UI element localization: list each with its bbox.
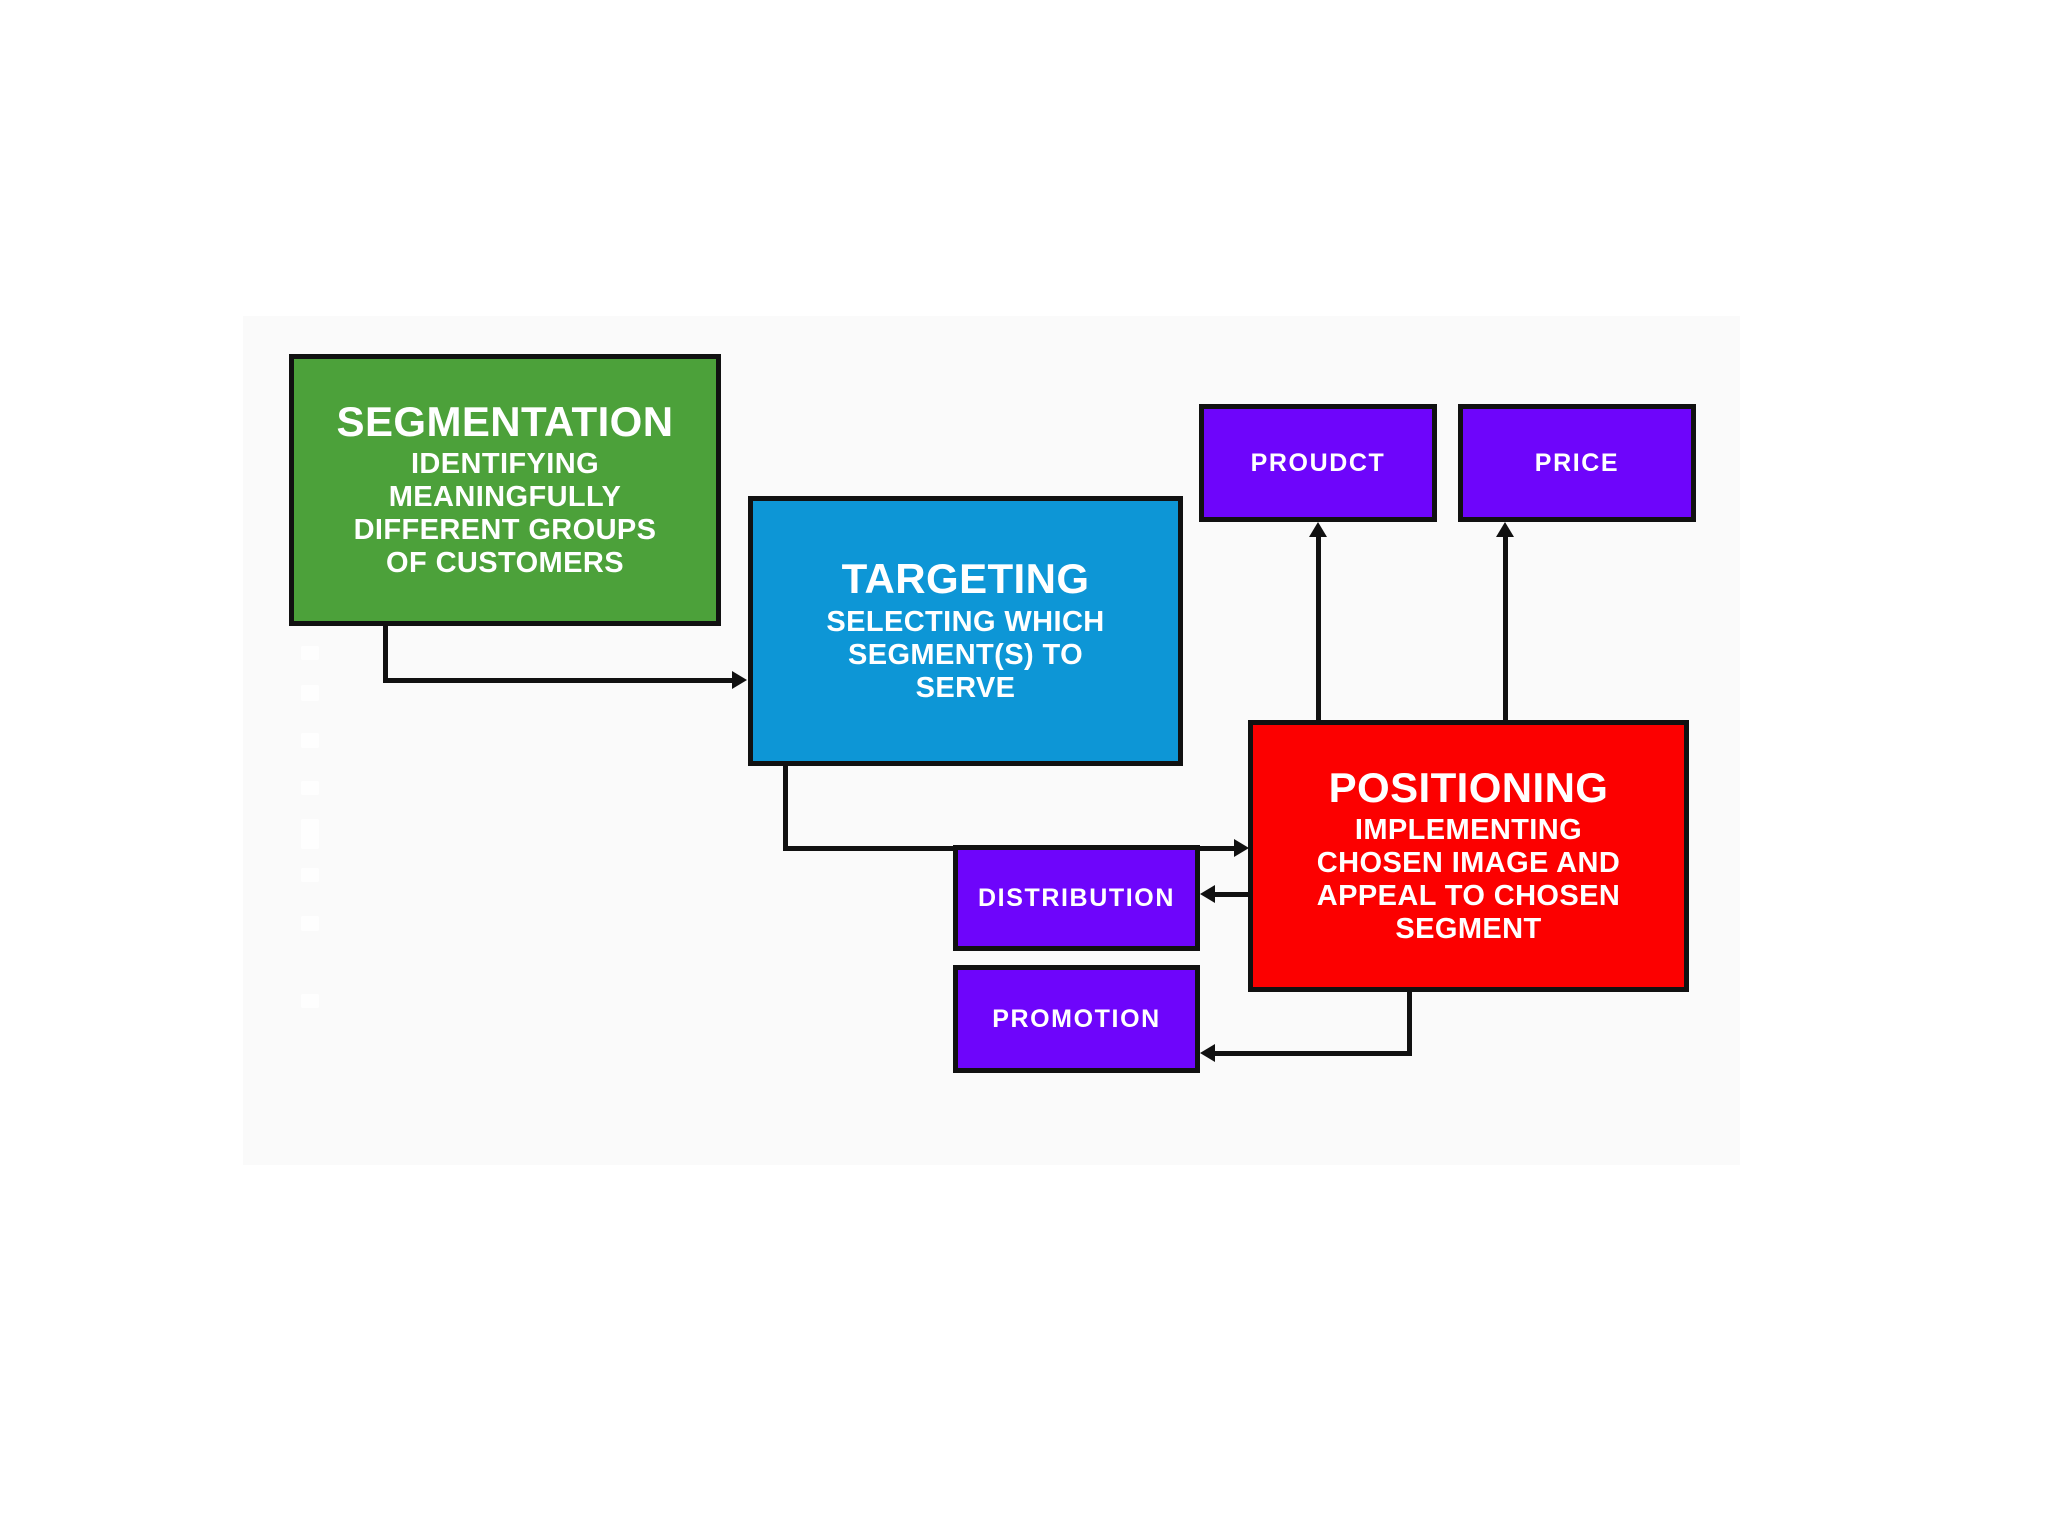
node-promotion-title: PROMOTION [992, 1004, 1161, 1033]
arrowhead-to-distribution [1200, 885, 1215, 903]
artifact-speck [301, 819, 319, 849]
connector-positioning-product-vertical [1316, 534, 1321, 724]
connector-positioning-promotion-horizontal [1215, 1051, 1412, 1056]
node-promotion[interactable]: PROMOTION [953, 965, 1200, 1073]
node-distribution[interactable]: DISTRIBUTION [953, 845, 1200, 951]
connector-segmentation-targeting-vertical [383, 621, 388, 683]
arrowhead-to-product [1309, 522, 1327, 537]
artifact-speck [301, 781, 319, 795]
node-product[interactable]: PROUDCT [1199, 404, 1437, 522]
node-positioning[interactable]: POSITIONING IMPLEMENTING CHOSEN IMAGE AN… [1248, 720, 1689, 992]
arrowhead-to-positioning [1234, 839, 1249, 857]
connector-positioning-price-vertical [1503, 534, 1508, 724]
node-price[interactable]: PRICE [1458, 404, 1696, 522]
connector-positioning-promotion-vertical [1407, 988, 1412, 1056]
connector-positioning-distribution-horizontal [1215, 892, 1251, 897]
diagram-canvas: SEGMENTATION IDENTIFYING MEANINGFULLY DI… [243, 316, 1740, 1165]
artifact-speck [301, 994, 319, 1008]
node-segmentation[interactable]: SEGMENTATION IDENTIFYING MEANINGFULLY DI… [289, 354, 721, 626]
node-price-title: PRICE [1534, 448, 1620, 477]
arrowhead-to-price [1496, 522, 1514, 537]
artifact-speck [301, 646, 319, 660]
node-positioning-title: POSITIONING [1328, 763, 1609, 811]
node-distribution-title: DISTRIBUTION [978, 883, 1175, 912]
node-product-title: PROUDCT [1250, 448, 1386, 477]
artifact-speck [301, 685, 319, 701]
node-segmentation-title: SEGMENTATION [336, 397, 674, 445]
arrowhead-to-promotion [1200, 1044, 1215, 1062]
node-targeting[interactable]: TARGETING SELECTING WHICH SEGMENT(S) TO … [748, 496, 1183, 766]
node-targeting-subtitle: SELECTING WHICH SEGMENT(S) TO SERVE [826, 605, 1105, 704]
artifact-speck [301, 868, 319, 882]
node-positioning-subtitle: IMPLEMENTING CHOSEN IMAGE AND APPEAL TO … [1316, 814, 1621, 946]
connector-targeting-positioning-vertical [783, 761, 788, 851]
connector-segmentation-targeting-horizontal [383, 678, 736, 683]
node-targeting-title: TARGETING [841, 555, 1090, 603]
artifact-speck [301, 916, 319, 931]
node-segmentation-subtitle: IDENTIFYING MEANINGFULLY DIFFERENT GROUP… [353, 448, 657, 580]
arrowhead-to-targeting [732, 671, 747, 689]
artifact-speck [301, 733, 319, 748]
